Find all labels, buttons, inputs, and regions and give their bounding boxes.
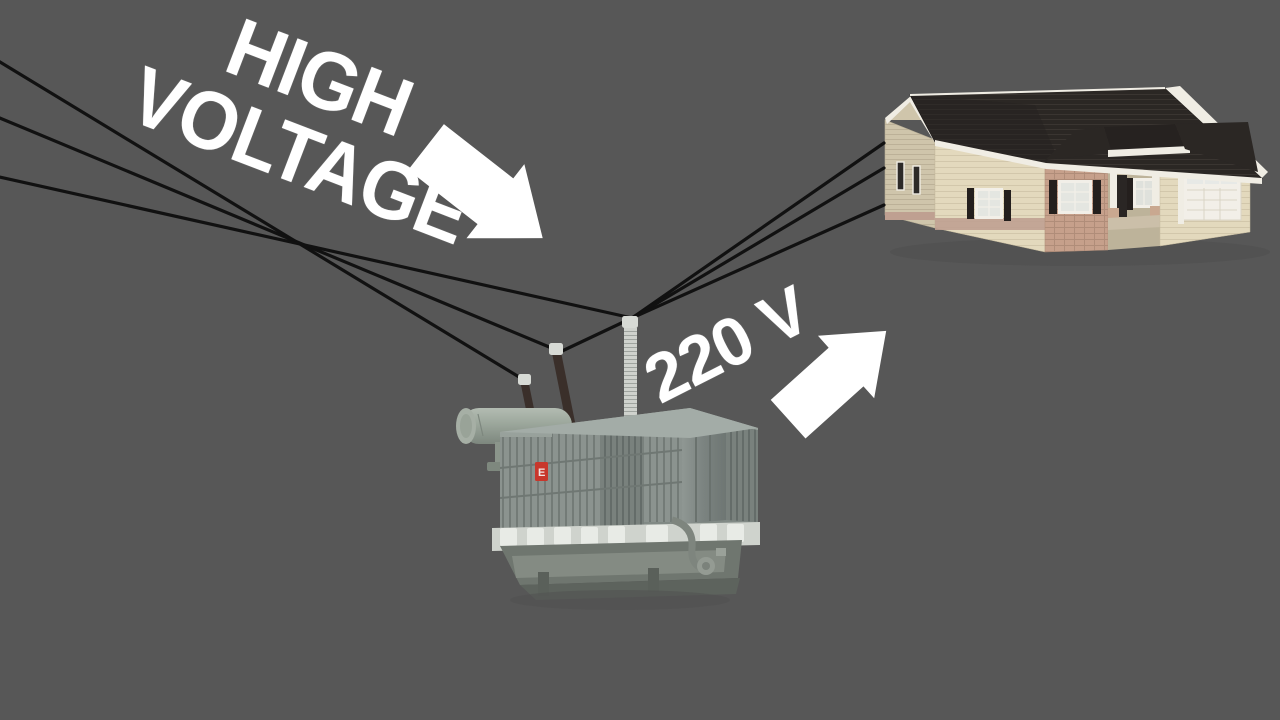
house-gable-foundation bbox=[885, 212, 936, 220]
house-group bbox=[884, 86, 1270, 266]
transformer-top-deck bbox=[500, 408, 758, 438]
house-foundation-left bbox=[935, 218, 1045, 230]
house-column-base-1 bbox=[1108, 208, 1119, 222]
house-gable-peak bbox=[885, 97, 935, 140]
house-gable-window-2 bbox=[912, 165, 921, 195]
lv-line-cross bbox=[558, 316, 634, 354]
high-voltage-arrow bbox=[408, 124, 543, 239]
house-roof-porch bbox=[1104, 124, 1185, 153]
house-garage-trim bbox=[1178, 166, 1184, 224]
transformer-shadow bbox=[510, 590, 730, 610]
house-roof-left-slope bbox=[910, 95, 1055, 162]
outgoing-220v-lines bbox=[558, 141, 886, 354]
house-roof-ridge bbox=[909, 87, 1166, 96]
transformer-base bbox=[492, 516, 760, 600]
hv-line-1 bbox=[0, 60, 526, 382]
house-window-left bbox=[967, 188, 1011, 221]
house-window-center bbox=[1049, 180, 1101, 214]
house-porch-column-1 bbox=[1110, 160, 1117, 216]
bushing-cap-right bbox=[622, 316, 638, 328]
house-porch-shutter-1 bbox=[1127, 178, 1133, 210]
house-gable-window-1 bbox=[896, 161, 905, 191]
house-shadow bbox=[890, 238, 1270, 266]
house-roof-center-gable bbox=[1045, 127, 1112, 160]
transformer-radiator-right bbox=[682, 418, 758, 524]
bushing-cap-center bbox=[549, 343, 563, 355]
transformer-logo-plate bbox=[535, 462, 548, 481]
transformer-group: E bbox=[456, 316, 760, 610]
voltage-220-arrow bbox=[770, 330, 887, 439]
house-roof-garage bbox=[1175, 122, 1258, 172]
house-roof-fascia bbox=[935, 140, 1262, 184]
transformer-radiators-front bbox=[500, 420, 682, 530]
bushing-cap-left bbox=[518, 374, 531, 385]
lv-line-2 bbox=[630, 166, 886, 320]
hv-line-2 bbox=[0, 116, 556, 351]
lv-line-3 bbox=[630, 203, 886, 320]
transformer-bands bbox=[499, 449, 683, 499]
house-gable-trim bbox=[885, 95, 938, 143]
house-window-porch bbox=[1133, 178, 1155, 208]
transformer-logo-mark: E bbox=[538, 467, 545, 479]
house-porch-column-2 bbox=[1152, 160, 1160, 214]
hv-line-3 bbox=[0, 175, 634, 320]
bushing-right bbox=[622, 316, 638, 443]
house-roof-porch-fascia bbox=[1108, 146, 1190, 157]
bushing-insulator-right bbox=[624, 325, 637, 443]
incoming-high-voltage-lines bbox=[0, 60, 634, 382]
lv-line-1 bbox=[630, 141, 886, 320]
